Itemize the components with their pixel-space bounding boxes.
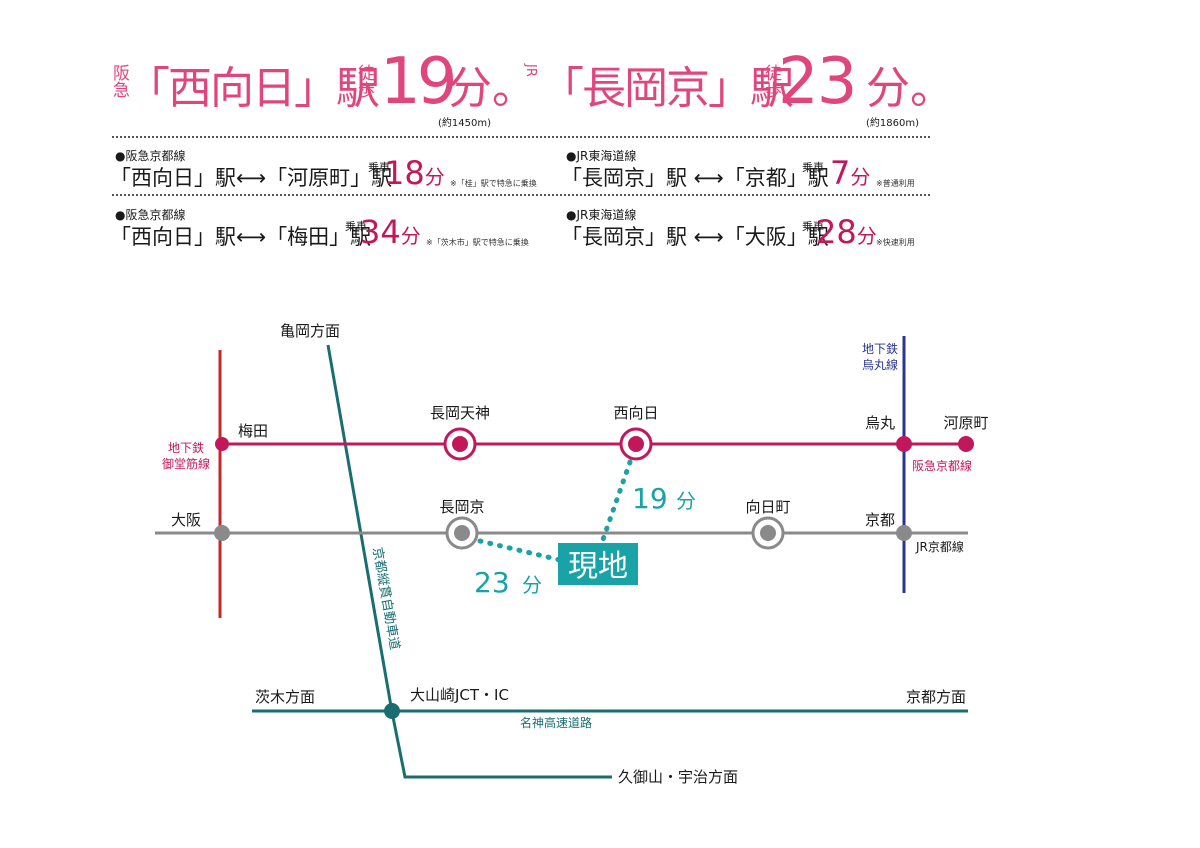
ride-time: 7分	[830, 154, 870, 192]
walk-path-nishimuko	[597, 459, 633, 551]
nagaokakyo-label: 長岡京	[439, 498, 484, 516]
jr-vertical-label: JR	[523, 64, 538, 77]
walk-19-value: 19	[632, 482, 668, 515]
subway-karasuma-label-2: 烏丸線	[862, 357, 898, 372]
hankyu-vertical-label: 阪急	[109, 64, 129, 98]
kyoto-direction-label: 京都方面	[906, 688, 966, 706]
ibaraki-label: 茨木方面	[255, 688, 315, 706]
oyamazaki-junction-dot	[384, 703, 400, 719]
subway-midosuji-label-1: 地下鉄	[168, 440, 204, 455]
hankyu-min-unit: 分。	[448, 63, 536, 114]
jr-station-heading: 「長岡京」駅	[540, 63, 794, 114]
station-nagaokakyo-marker	[445, 516, 479, 550]
walk-vertical-label-1: 徒歩	[354, 64, 374, 98]
divider-2	[112, 194, 930, 196]
ride-note: ※快速利用	[876, 238, 915, 247]
ride-minutes: 28	[816, 213, 857, 251]
hankyu-walk-minutes: 19	[380, 45, 457, 119]
ride-time: 18分	[384, 154, 445, 192]
ride-unit: 分	[424, 165, 445, 189]
ride-minutes: 7	[830, 154, 851, 192]
nagaoka-tenjin-label: 長岡天神	[430, 404, 490, 422]
route-line-label: ●JR東海道線	[566, 208, 637, 222]
ride-unit: 分	[856, 224, 877, 248]
route-line-label: ●阪急京都線	[115, 208, 186, 222]
station-nagaoka-tenjin-marker	[443, 427, 477, 461]
ride-unit: 分	[400, 224, 421, 248]
meishin-label: 名神高速道路	[520, 715, 592, 730]
walk-23-unit: 分	[522, 573, 542, 597]
kyoto-jukan-label: 京都縦貫自動車道	[369, 546, 402, 651]
ride-minutes: 34	[360, 213, 401, 251]
walk-vertical-label-2: 徒歩	[761, 64, 781, 98]
jr-distance: (約1860m)	[866, 118, 919, 129]
route-line-label: ●JR東海道線	[566, 149, 637, 163]
station-nishimuko-marker	[619, 427, 653, 461]
station-umeda-dot	[215, 437, 229, 451]
hankyu-line-label: 阪急京都線	[912, 458, 972, 473]
kawaramachi-label: 河原町	[943, 414, 988, 432]
hankyu-distance: (約1450m)	[438, 118, 491, 129]
ride-note: ※普通利用	[876, 179, 915, 188]
walk-19-unit: 分	[676, 489, 696, 513]
ride-unit: 分	[850, 165, 871, 189]
jr-min-unit: 分。	[866, 63, 954, 114]
kumiyama-label: 久御山・宇治方面	[618, 768, 738, 786]
divider-1	[112, 136, 930, 138]
kyoto-label: 京都	[865, 511, 895, 529]
nishimuko-label: 西向日	[613, 404, 658, 422]
subway-karasuma-label-1: 地下鉄	[862, 341, 898, 356]
ride-note: ※「茨木市」駅で特急に乗換	[426, 238, 529, 247]
station-mukomachi-marker	[751, 516, 785, 550]
mukomachi-label: 向日町	[745, 498, 790, 516]
umeda-label: 梅田	[238, 422, 268, 440]
route-stations: 「長岡京」駅 ⟷「大阪」駅	[561, 225, 829, 249]
hankyu-station-heading: 「西向日」駅	[126, 63, 380, 114]
osaka-label: 大阪	[171, 511, 201, 529]
site-box	[558, 543, 638, 585]
route-stations: 「長岡京」駅 ⟷「京都」駅	[561, 166, 829, 190]
station-kyoto-dot	[896, 525, 912, 541]
station-kawaramachi-dot	[958, 436, 974, 452]
station-osaka-dot	[214, 525, 230, 541]
ride-time: 28分	[816, 213, 877, 251]
karasuma-label: 烏丸	[865, 414, 895, 432]
route-stations: 「西向日」駅⟷「河原町」駅	[110, 166, 393, 190]
subway-midosuji-label-2: 御堂筋線	[162, 456, 210, 471]
route-stations: 「西向日」駅⟷「梅田」駅	[110, 225, 372, 249]
station-karasuma-dot	[896, 436, 912, 452]
walk-path-nagaokakyo	[477, 538, 563, 563]
ride-minutes: 18	[384, 154, 425, 192]
site-label: 現地	[568, 549, 628, 584]
jr-walk-minutes: 23	[778, 45, 857, 119]
kyoto-jukan-expressway	[326, 344, 612, 779]
route-line-label: ●阪急京都線	[115, 149, 186, 163]
ride-time: 34分	[360, 213, 421, 251]
jr-line-label: JR京都線	[915, 539, 964, 554]
walk-23-value: 23	[474, 566, 510, 599]
ride-note: ※「桂」駅で特急に乗換	[450, 179, 537, 188]
kameoka-label: 亀岡方面	[280, 322, 340, 340]
oyamazaki-label: 大山崎JCT・IC	[410, 686, 509, 704]
